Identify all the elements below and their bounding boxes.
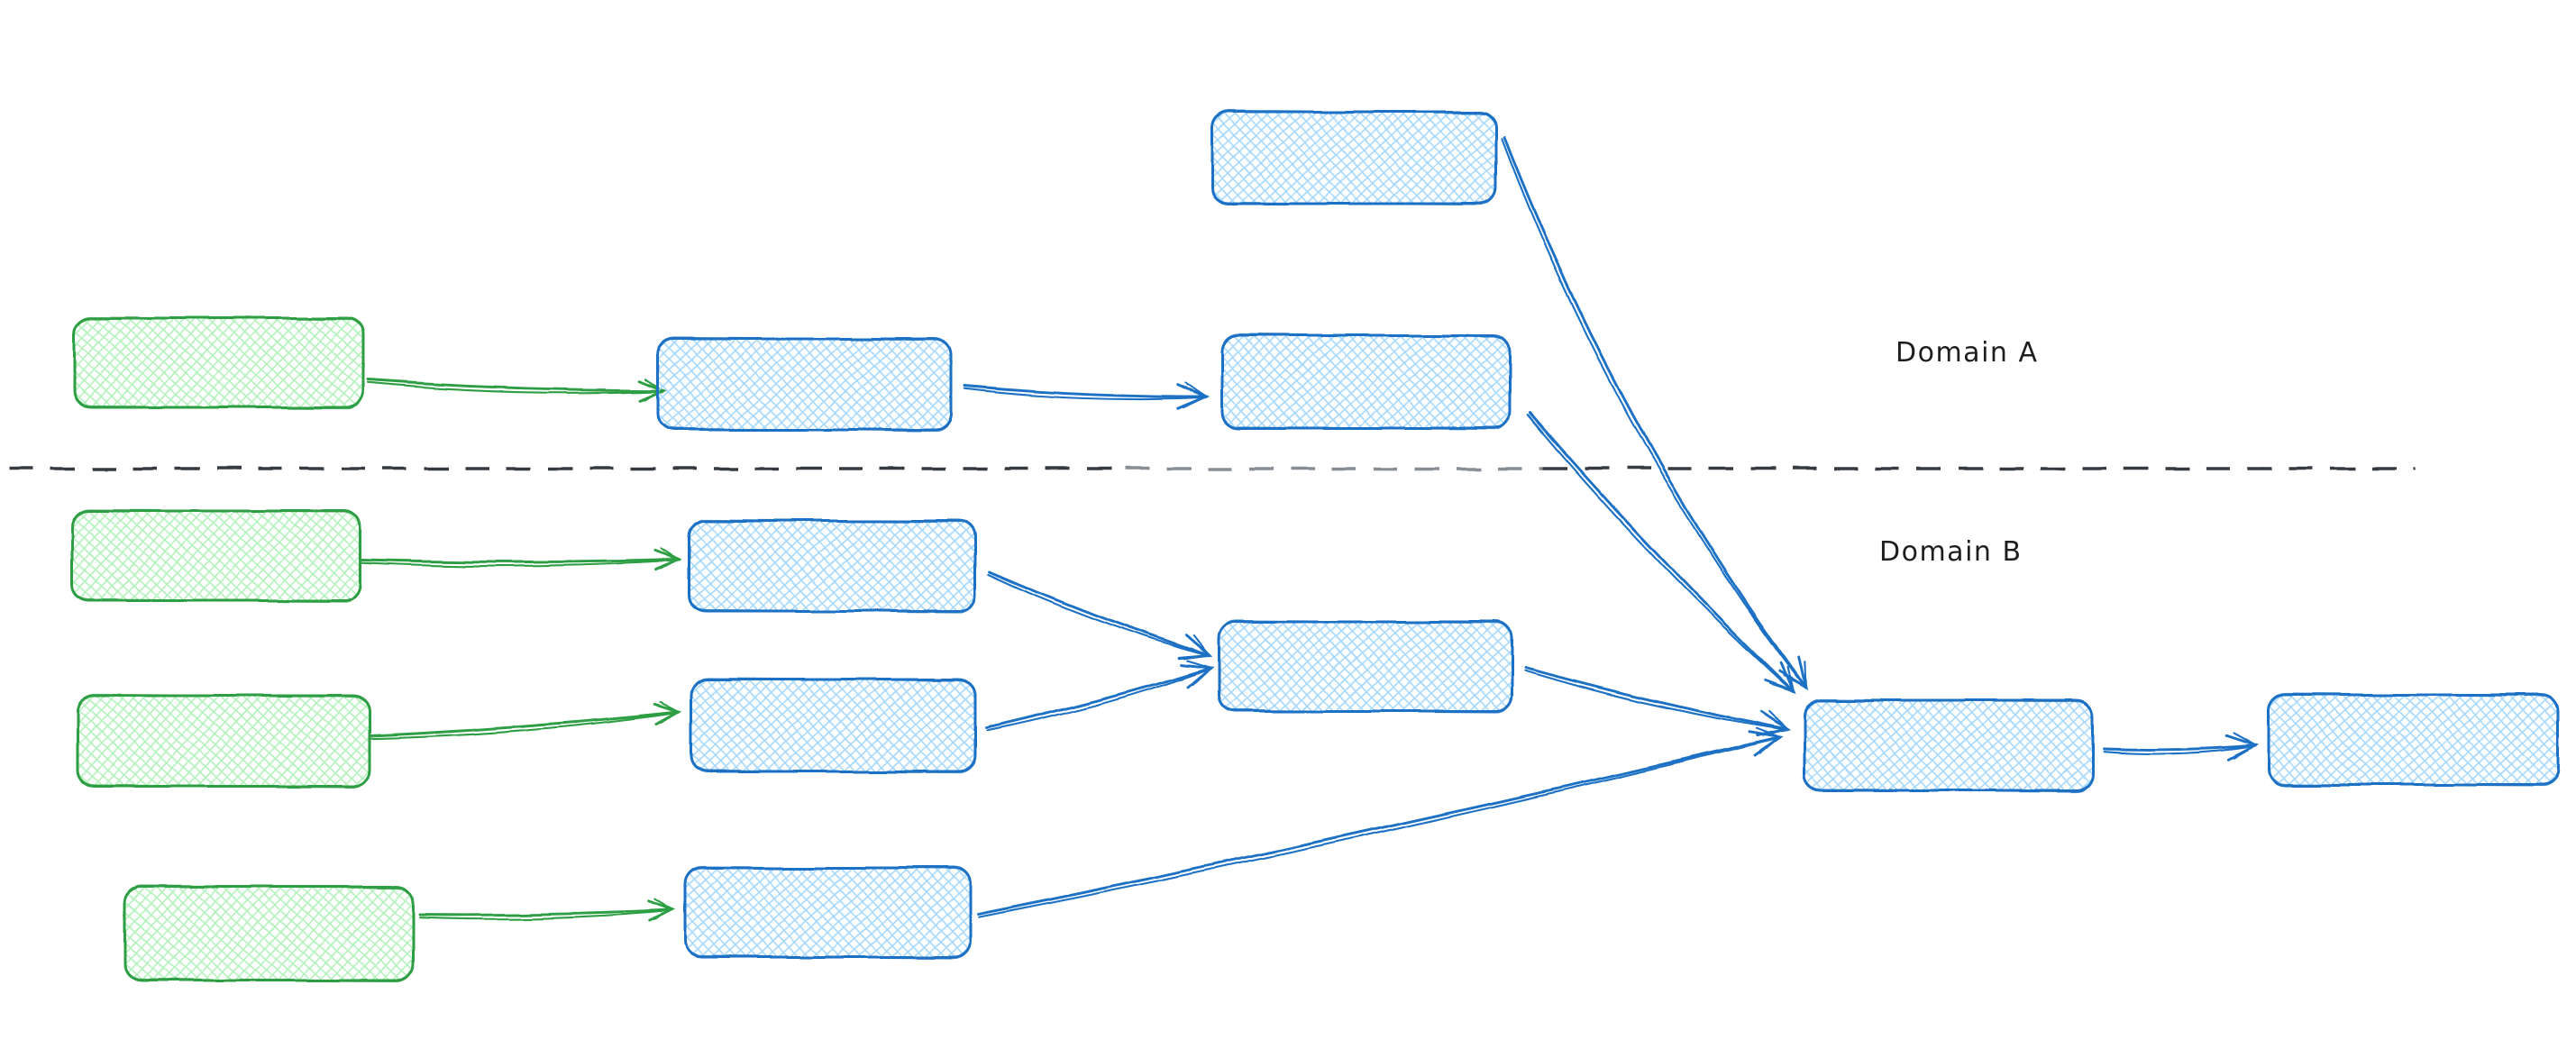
edge-blue-b2-to-b-mid xyxy=(984,659,1215,733)
edge-blue-a1-to-blue-a2-line xyxy=(963,384,1208,398)
edge-join-to-end-line xyxy=(2102,743,2257,752)
node-blue-top-source xyxy=(1210,109,1498,206)
edge-top-source-to-join xyxy=(1501,135,1809,691)
edge-b-mid-to-join-line xyxy=(1523,666,1788,731)
edge-green-b2-to-blue-b2-arrowhead-sketch xyxy=(659,701,681,725)
node-green-a xyxy=(72,315,365,410)
edge-blue-a2-to-join-arrowhead-sketch xyxy=(1768,666,1795,694)
node-green-b2 xyxy=(76,693,371,789)
edge-green-a-to-blue-a1 xyxy=(366,378,667,402)
edge-blue-b3-to-join-arrowhead-sketch xyxy=(1754,727,1782,754)
node-blue-b-mid xyxy=(1218,619,1513,714)
edge-blue-b2-to-b-mid-line-sketch xyxy=(985,667,1213,733)
edge-join-to-end xyxy=(2102,732,2259,762)
node-green-b1-outline xyxy=(70,509,362,602)
edge-blue-b3-to-join-line-sketch xyxy=(978,736,1781,918)
node-blue-join-outline xyxy=(1803,698,2095,792)
edge-blue-b2-to-b-mid-line xyxy=(984,666,1213,730)
edge-green-b2-to-blue-b2-line-sketch xyxy=(370,711,681,740)
node-blue-b2-outline-sketch xyxy=(690,677,977,774)
edge-blue-b1-to-b-mid-line-sketch xyxy=(987,572,1210,657)
edge-join-to-end-line-sketch xyxy=(2103,744,2257,755)
edge-blue-b3-to-join xyxy=(977,727,1783,918)
edge-top-source-to-join-line-sketch xyxy=(1501,137,1807,689)
node-blue-a2-outline xyxy=(1219,333,1512,430)
edge-green-b1-to-blue-b1-line xyxy=(360,558,681,563)
edge-blue-b1-to-b-mid xyxy=(987,570,1213,660)
edge-blue-b1-to-b-mid-line xyxy=(988,570,1211,657)
edge-top-source-to-join-line xyxy=(1503,135,1808,689)
edge-blue-a1-to-blue-a2 xyxy=(963,381,1210,410)
domain-b-label: Domain B xyxy=(1879,536,2023,568)
nodes-layer xyxy=(70,109,2560,983)
node-green-b1-outline-sketch xyxy=(70,508,362,603)
node-green-b3-outline xyxy=(123,885,415,982)
node-blue-end-outline-sketch xyxy=(2267,692,2560,788)
edge-green-b3-to-blue-b3-line xyxy=(417,908,674,917)
node-green-b3 xyxy=(123,884,415,983)
edge-blue-a1-to-blue-a2-line-sketch xyxy=(963,388,1208,400)
node-blue-b2-outline xyxy=(690,678,977,773)
edge-blue-b2-to-b-mid-arrowhead-sketch xyxy=(1186,659,1214,687)
edge-join-to-end-arrowhead-sketch xyxy=(2232,732,2258,760)
edge-blue-a2-to-join-line xyxy=(1528,411,1795,694)
node-green-a-outline xyxy=(72,316,365,409)
node-blue-join xyxy=(1803,698,2095,793)
node-blue-a1-outline-sketch xyxy=(656,336,953,433)
domain-a-label: Domain A xyxy=(1895,337,2039,369)
edge-green-a-to-blue-a1-line-sketch xyxy=(366,382,665,394)
node-blue-b1-outline xyxy=(688,519,977,613)
node-green-a-outline-sketch xyxy=(72,315,365,410)
node-blue-a2-outline-sketch xyxy=(1219,333,1512,431)
edge-green-b1-to-blue-b1-line-sketch xyxy=(360,559,681,568)
edge-green-a-to-blue-a1-line xyxy=(366,379,665,392)
node-blue-b-mid-outline xyxy=(1218,620,1513,713)
node-blue-b3-outline xyxy=(683,866,973,959)
node-green-b2-outline xyxy=(76,694,371,788)
edge-green-b2-to-blue-b2 xyxy=(370,701,682,740)
edge-blue-a2-to-join xyxy=(1526,411,1796,695)
edge-green-b2-to-blue-b2-line xyxy=(370,710,681,737)
node-blue-a1-outline xyxy=(656,337,953,432)
edge-blue-b3-to-join-line xyxy=(977,735,1781,916)
edge-blue-a1-to-blue-a2-arrowhead-sketch xyxy=(1182,381,1209,409)
node-green-b1 xyxy=(70,508,362,603)
node-blue-top-source-outline-sketch xyxy=(1210,109,1498,206)
node-blue-a1 xyxy=(656,336,953,433)
node-blue-b-mid-outline-sketch xyxy=(1218,619,1513,714)
node-blue-a2 xyxy=(1219,333,1512,431)
node-blue-b1 xyxy=(688,518,977,614)
edge-blue-b1-to-b-mid-arrowhead-sketch xyxy=(1183,634,1211,660)
edge-green-b3-to-blue-b3-line-sketch xyxy=(418,909,674,920)
edge-green-b3-to-blue-b3 xyxy=(417,898,676,923)
node-blue-b3-outline-sketch xyxy=(683,865,973,960)
node-blue-top-source-outline xyxy=(1210,110,1498,205)
node-blue-end-outline xyxy=(2267,693,2560,787)
edge-b-mid-to-join xyxy=(1523,666,1790,737)
node-blue-b1-outline-sketch xyxy=(688,518,977,614)
edge-blue-a2-to-join-line-sketch xyxy=(1526,414,1795,694)
node-blue-b3 xyxy=(683,865,973,960)
node-blue-join-outline-sketch xyxy=(1803,698,2095,793)
node-green-b3-outline-sketch xyxy=(123,884,415,983)
node-blue-b2 xyxy=(690,677,977,774)
node-green-b2-outline-sketch xyxy=(76,693,371,789)
edge-b-mid-to-join-line-sketch xyxy=(1523,670,1787,731)
edge-green-b1-to-blue-b1 xyxy=(360,547,683,572)
edge-green-b3-to-blue-b3-arrowhead-sketch xyxy=(653,898,675,921)
edges-layer xyxy=(360,135,2259,923)
edge-green-b1-to-blue-b1-arrowhead-sketch xyxy=(660,547,682,570)
node-blue-end xyxy=(2267,692,2560,788)
